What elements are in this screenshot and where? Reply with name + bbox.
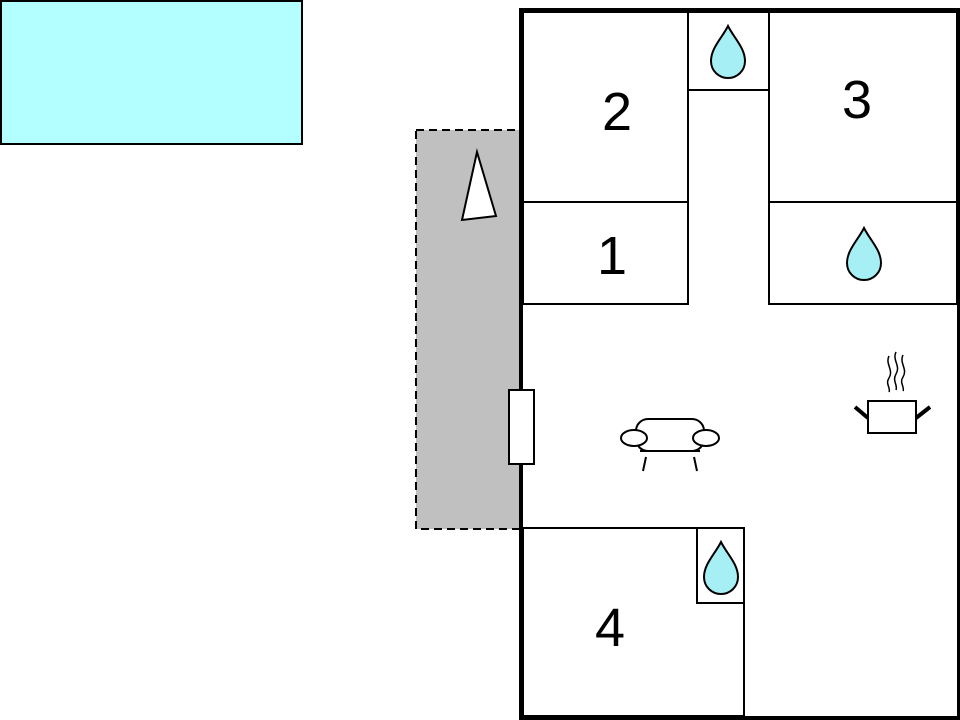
pool — [0, 0, 303, 145]
entrance-door — [508, 389, 535, 465]
room-label-1: 1 — [597, 226, 627, 286]
bedroom-3 — [768, 11, 958, 203]
sofa-icon — [620, 418, 720, 472]
bedroom-2 — [522, 11, 689, 203]
bedroom-1 — [522, 201, 689, 305]
room-label-3: 3 — [842, 70, 872, 130]
north-arrow-icon — [460, 148, 498, 222]
room-label-4: 4 — [595, 598, 625, 658]
room-label-2: 2 — [602, 82, 632, 142]
cooking-pot-icon — [853, 351, 932, 434]
